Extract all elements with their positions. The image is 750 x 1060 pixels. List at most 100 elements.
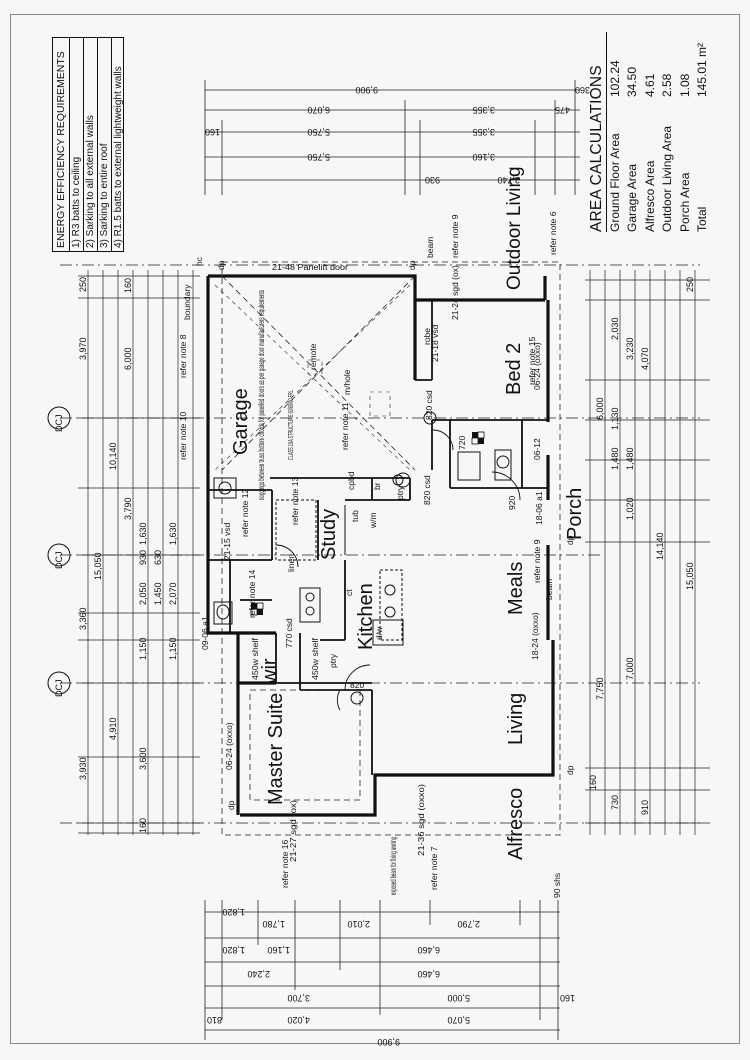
- note-refer-14: refer note 14: [247, 570, 257, 618]
- note-refer-16: refer note 16: [280, 840, 290, 888]
- dim-right-7000: 7,000: [625, 657, 635, 680]
- page-border: [10, 14, 740, 1044]
- area-value: 102.24: [607, 60, 622, 97]
- note-beam-2: beam: [544, 579, 554, 600]
- dim-top-9900: 9,900: [355, 85, 378, 95]
- window-vsd-1: 21-15 vsd: [222, 522, 232, 560]
- note-refer-11: refer note 11: [340, 402, 350, 450]
- dim-bottom-1820b: 1,820: [222, 945, 245, 955]
- note-linen: linen: [286, 554, 296, 572]
- dim-top-475: 475: [555, 105, 570, 115]
- area-label: Garage Area: [625, 163, 639, 232]
- dim-left-1630b: 1,630: [168, 522, 178, 545]
- dim-left-1450: 1,450: [153, 582, 163, 605]
- note-90-shs: 90 shs: [552, 873, 562, 898]
- dim-right-730: 730: [610, 795, 620, 810]
- note-refer-6: refer note 6: [548, 211, 558, 255]
- dim-left-4910: 4,910: [108, 717, 118, 740]
- area-label: Alfresco Area: [642, 160, 657, 232]
- door-920: 920: [507, 496, 517, 510]
- area-value: 2.58: [660, 73, 674, 97]
- dim-left-outer-3: 3,970: [78, 337, 88, 360]
- dimension-texts-top: 9,900 6,070 3,355 475 360 5,750 3,355 16…: [205, 85, 590, 185]
- dim-left-250: 250: [78, 277, 88, 292]
- dim-bottom-9900: 9,900: [377, 1037, 400, 1047]
- dim-bottom-3700: 3,700: [287, 993, 310, 1003]
- internal-walls: [208, 300, 548, 775]
- dimension-lines-bottom: [205, 911, 560, 1031]
- dimension-lines-top: [205, 89, 580, 181]
- dcj-label-1: DCJ: [54, 415, 64, 433]
- area-label: Outdoor Living Area: [660, 125, 674, 232]
- note-dp-5: dp: [565, 535, 575, 545]
- switch-symbols: [350, 411, 437, 705]
- dim-right-15050: 15,050: [685, 562, 695, 590]
- note-shelf-2: 450w shelf: [310, 637, 320, 680]
- dim-bottom-1780: 1,780: [262, 919, 285, 929]
- dim-left-1150a: 1,150: [138, 637, 148, 660]
- dcj-markers: [47, 406, 71, 695]
- dim-left-2070: 2,070: [168, 582, 178, 605]
- door-820-csd-2: 820 csd: [424, 390, 434, 420]
- dim-top-6070: 6,070: [307, 105, 330, 115]
- room-master-suite: Master Suite: [265, 693, 287, 805]
- dim-left-3790: 3,790: [123, 497, 133, 520]
- room-meals: Meals: [505, 562, 527, 615]
- note-pantry: ptry: [328, 653, 338, 668]
- note-refer-8: refer note 8: [178, 334, 188, 378]
- grid-lines: [60, 264, 700, 824]
- dim-right-1020: 1,020: [625, 497, 635, 520]
- dim-left-160a: 160: [123, 278, 133, 293]
- note-beam-1: beam: [425, 237, 435, 258]
- area-label: Porch Area: [677, 172, 692, 232]
- dim-bottom-810: 810: [207, 1015, 222, 1025]
- dim-right-1480a: 1,480: [625, 447, 635, 470]
- energy-title: ENERGY EFFICIENCY REQUIREMENTS: [53, 38, 70, 251]
- area-title: AREA CALCULATIONS: [588, 32, 607, 232]
- room-living: Living: [505, 693, 527, 745]
- area-row: Outdoor Living Area 2.58: [659, 32, 677, 232]
- dcj-label-3: DCJ: [54, 680, 64, 698]
- dimension-texts-bottom: 1,820 1,780 2,010 2,790 1,820 1,160 6,46…: [207, 907, 575, 1047]
- dim-right-2030: 2,030: [610, 317, 620, 340]
- room-outdoor-living: Outdoor Living: [504, 166, 525, 290]
- note-refer-13: refer note 13: [290, 477, 300, 525]
- room-alfresco: Alfresco: [505, 788, 527, 860]
- window-3: 06-12: [532, 438, 542, 460]
- energy-item-1: 1) R3 batts to ceiling: [70, 38, 84, 251]
- dim-left-630: 630: [153, 550, 163, 565]
- energy-item-3: 3) Sarking to entire roof: [98, 38, 112, 251]
- note-class: CLASS 10A STRUCTURE 60/60/60 FRL: [286, 390, 295, 460]
- energy-requirements-box: ENERGY EFFICIENCY REQUIREMENTS 1) R3 bat…: [52, 37, 124, 252]
- dim-top-3355a: 3,355: [472, 105, 495, 115]
- room-garage: Garage: [230, 388, 252, 455]
- window-sgd-2: 21-27 sgd (ox): [288, 800, 298, 862]
- door-720: 720: [457, 436, 467, 450]
- note-boundary: boundary: [182, 284, 192, 320]
- dim-left-10140: 10,140: [108, 442, 118, 470]
- dim-bottom-1820a: 1,820: [222, 907, 245, 917]
- note-dp-2: dp: [407, 260, 417, 270]
- dimension-texts-right: 7,750 6,000 7,000 1,020 1,480 3,230 1,13…: [588, 277, 695, 815]
- dim-right-7750: 7,750: [595, 677, 605, 700]
- dim-left-6000: 6,000: [123, 347, 133, 370]
- note-refer-7: refer note 7: [429, 846, 439, 890]
- dim-bottom-2790: 2,790: [457, 919, 480, 929]
- dim-right-1130: 1,130: [610, 407, 620, 430]
- dcj-labels: DCJ DCJ DCJ: [54, 415, 64, 698]
- dim-top-930: 930: [425, 175, 440, 185]
- fixtures: [213, 449, 512, 646]
- window-4: 18-06 a1: [534, 491, 544, 525]
- note-refer-12: refer note 12: [240, 489, 250, 537]
- energy-item-4: 4) R1.5 batts to external lightweight wa…: [113, 66, 124, 248]
- door-770-csd: 770 csd: [284, 618, 294, 648]
- dimension-ticks-left: [78, 275, 200, 834]
- room-study: Study: [318, 509, 340, 560]
- dim-right-160: 160: [588, 775, 598, 790]
- note-wm: w/m: [368, 512, 378, 529]
- dim-bottom-1160: 1,160: [267, 945, 290, 955]
